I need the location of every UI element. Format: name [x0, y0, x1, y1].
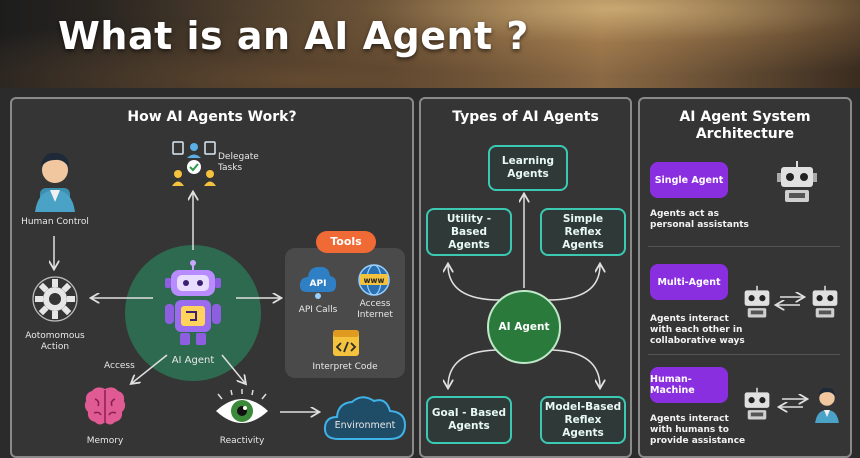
panel-title-architecture-1: AI Agent System	[679, 109, 811, 125]
eye-icon	[216, 389, 268, 423]
panel-title-architecture-2: Architecture	[695, 126, 795, 142]
panel-title-types: Types of AI Agents	[452, 109, 599, 125]
gear-icon	[32, 276, 78, 322]
autonomous-action-label-1: Aotomomous	[25, 331, 85, 341]
goal-agents-label-1: Goal - Based	[431, 407, 507, 419]
delegate-tasks-icon	[172, 141, 216, 186]
page-title: What is an AI Agent ?	[58, 14, 529, 58]
single-agent-desc-2: personal assistants	[650, 220, 749, 230]
header-banner	[0, 0, 860, 88]
model-based-agents-box: Model-Based Reflex Agents	[540, 396, 626, 444]
ai-agent-center-node: AI Agent	[487, 290, 561, 364]
divider-2	[648, 354, 840, 355]
tools-badge: Tools	[316, 231, 376, 253]
hm-desc-1: Agents interact	[650, 414, 729, 424]
learning-agents-label-1: Learning	[501, 155, 555, 167]
multi-agent-desc-2: with each other in	[650, 325, 743, 335]
cloud-icon	[323, 396, 407, 440]
human-small-icon	[815, 387, 839, 423]
hm-desc-2: with humans to	[650, 425, 729, 435]
utility-agents-label-2: Agents	[448, 238, 490, 251]
simple-reflex-label-2: Agents	[562, 238, 604, 251]
divider-1	[648, 246, 840, 247]
goal-based-agents-box: Goal - Based Agents	[426, 396, 512, 444]
access-internet-label-1: Access	[359, 299, 391, 309]
model-agents-label-1: Model-Based	[544, 400, 622, 413]
access-label: Access	[104, 361, 135, 371]
model-agents-label-2: Reflex Agents	[562, 413, 604, 439]
robot-hm-icon	[744, 387, 770, 420]
human-machine-badge: Human-Machine	[650, 367, 728, 403]
ai-agent-label: AI Agent	[171, 355, 215, 366]
access-internet-label-2: Internet	[357, 310, 393, 320]
single-agent-badge: Single Agent	[650, 162, 728, 198]
robot-left-icon	[744, 285, 770, 318]
utility-based-agents-box: Utility - Based Agents	[426, 208, 512, 256]
api-icon-text: API	[310, 279, 327, 289]
learning-agents-box: Learning Agents	[488, 145, 568, 191]
robot-right-icon	[812, 285, 838, 318]
multi-agent-desc-1: Agents interact	[650, 314, 729, 324]
globe-icon: www	[358, 264, 390, 296]
www-icon-text: www	[364, 276, 385, 285]
delegate-tasks-label-1: Delegate	[218, 152, 259, 162]
environment-label: Environment	[334, 420, 396, 431]
robot-small-icon	[777, 161, 817, 202]
single-agent-desc-1: Agents act as	[650, 209, 719, 219]
panel-title-how: How AI Agents Work?	[127, 109, 297, 125]
utility-agents-label-1: Utility - Based	[446, 212, 492, 238]
reactivity-label: Reactivity	[219, 436, 265, 446]
api-cloud-icon: API	[299, 266, 337, 299]
delegate-tasks-label-2: Tasks	[218, 163, 243, 173]
human-user-icon	[35, 152, 75, 212]
memory-label: Memory	[86, 436, 124, 446]
simple-reflex-label-1: Simple Reflex	[562, 212, 604, 238]
robot-icon	[165, 260, 221, 345]
api-calls-label: API Calls	[298, 305, 338, 315]
hm-desc-3: provide assistance	[650, 436, 746, 446]
multi-agent-desc-3: collaborative ways	[650, 336, 745, 346]
learning-agents-label-2: Agents	[507, 168, 549, 180]
interpret-code-label: Interpret Code	[312, 362, 378, 372]
code-file-icon	[333, 330, 359, 356]
goal-agents-label-2: Agents	[448, 420, 490, 432]
autonomous-action-label-2: Action	[40, 342, 70, 352]
multi-agent-badge: Multi-Agent	[650, 264, 728, 300]
brain-icon	[84, 387, 126, 425]
human-control-label: Human Control	[21, 217, 89, 227]
simple-reflex-agents-box: Simple Reflex Agents	[540, 208, 626, 256]
